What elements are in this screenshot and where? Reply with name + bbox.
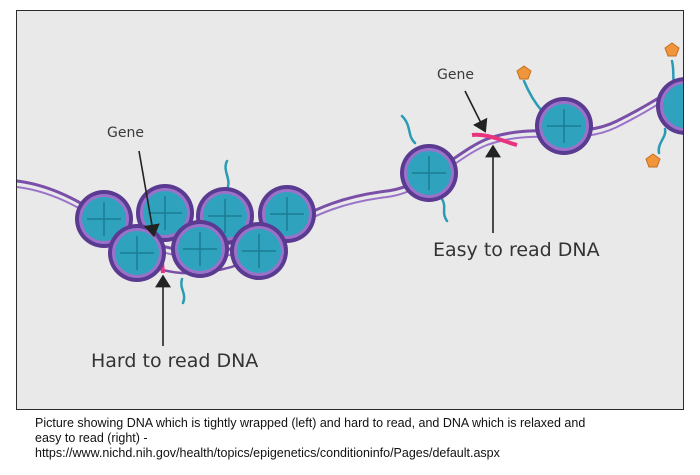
gene-label-left: Gene	[107, 125, 144, 141]
histone-cluster-condensed	[75, 184, 316, 282]
hard-to-read-label: Hard to read DNA	[91, 350, 259, 372]
histone-icon	[656, 77, 683, 135]
histone-icon	[230, 222, 288, 280]
histone-cluster-relaxed	[400, 77, 683, 202]
easy-to-read-label: Easy to read DNA	[433, 239, 600, 261]
figure-caption: Picture showing DNA which is tightly wra…	[35, 416, 685, 461]
histone-icon	[171, 220, 229, 278]
arrow-gene-left	[138, 150, 160, 238]
dna-illustration	[17, 42, 683, 346]
gene-highlight-right	[471, 132, 518, 147]
histone-tails	[180, 59, 679, 305]
pointer-arrows	[138, 90, 501, 346]
dna-diagram: Gene Gene Hard to read DNA Easy to read …	[16, 10, 684, 410]
histone-icon	[400, 144, 458, 202]
gene-label-right: Gene	[437, 67, 474, 83]
caption-line-1: Picture showing DNA which is tightly wra…	[35, 416, 586, 430]
caption-line-2: easy to read (right) -	[35, 431, 148, 445]
arrow-gene-right	[464, 90, 488, 133]
methyl-tags	[516, 42, 680, 168]
caption-source-url: https://www.nichd.nih.gov/health/topics/…	[35, 446, 500, 460]
histone-icon	[108, 224, 166, 282]
histone-icon	[535, 97, 593, 155]
